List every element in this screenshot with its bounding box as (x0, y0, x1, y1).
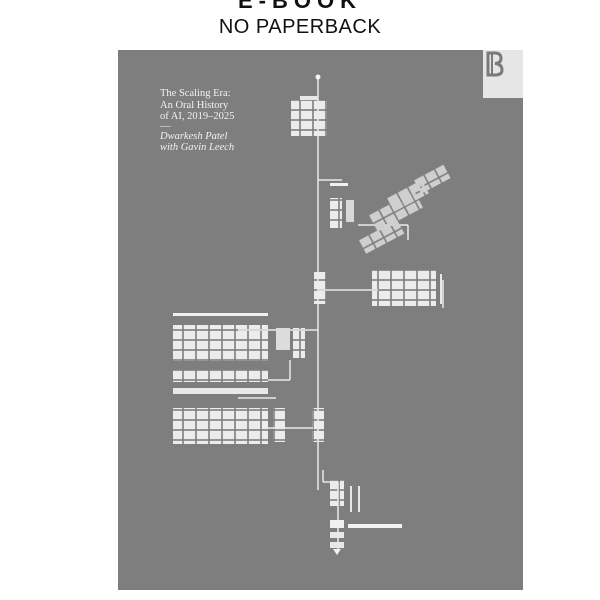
format-label: E-BOOK (238, 0, 362, 13)
cover-separator: — (160, 120, 171, 132)
cover-title-line-1: The Scaling Era: (160, 88, 231, 99)
cover-author-line-2: with Gavin Leech (160, 142, 235, 153)
cover-title-line-3: of AI, 2019–2025 (160, 111, 235, 122)
cover-diagram-art (173, 74, 451, 555)
cover-title-line-2: An Oral History (160, 99, 229, 111)
publisher-logo-icon (483, 50, 523, 98)
availability-label: NO PAPERBACK (218, 16, 382, 38)
cover-title-block: The Scaling Era: An Oral History of AI, … (160, 88, 234, 154)
book-cover[interactable]: The Scaling Era: An Oral History of AI, … (118, 50, 523, 590)
cover-author-line-1: Dwarkesh Patel (160, 130, 228, 142)
